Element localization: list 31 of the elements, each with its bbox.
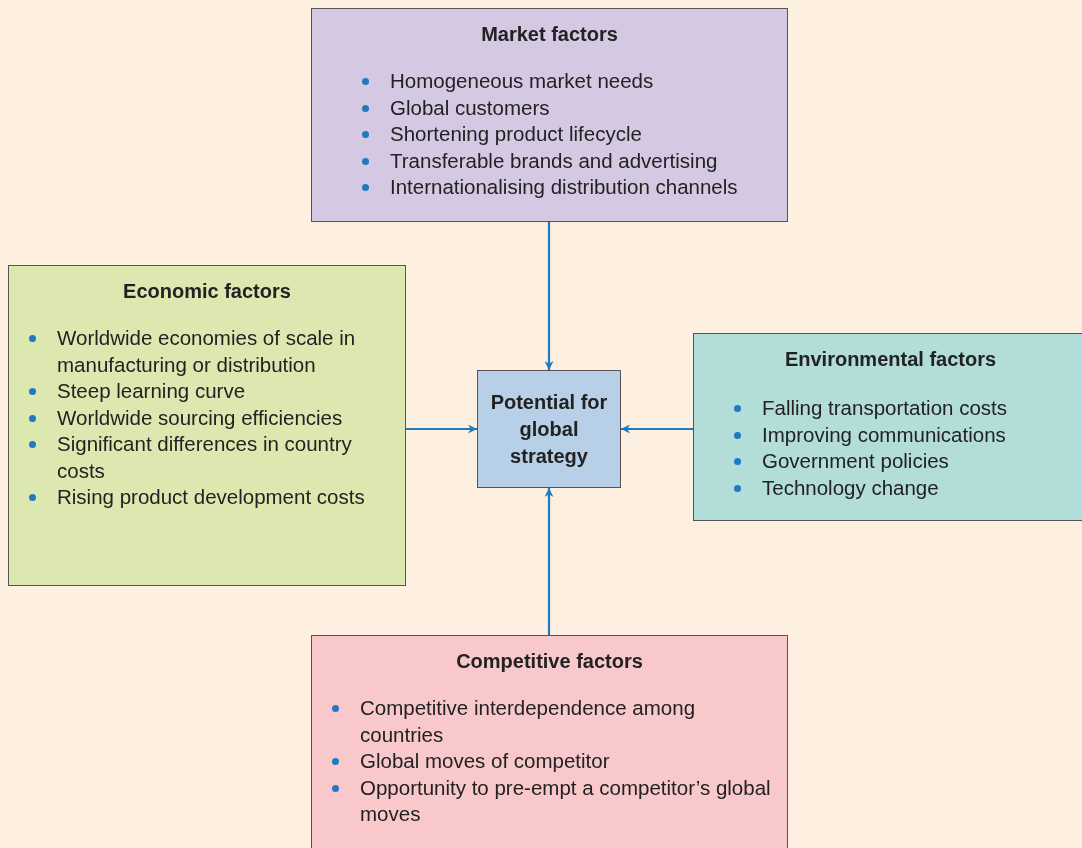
- bullet-item: Global customers: [358, 94, 771, 121]
- box-heading: Economic factors: [122, 280, 292, 303]
- bullet-item: Internationalising distribution channels: [358, 174, 771, 201]
- arrow: [544, 222, 554, 370]
- bullet-item: Competitive interdependence among countries: [328, 695, 771, 748]
- factor-box: [311, 635, 788, 848]
- bullet-item: Homogeneous market needs: [358, 68, 771, 95]
- factor-box: [311, 8, 788, 222]
- box-heading: Market factors: [480, 23, 619, 46]
- bullet-item: Opportunity to pre-empt a competitor’s global moves: [328, 774, 771, 828]
- goal-box: [477, 370, 621, 488]
- bullet-item: Global moves of competitor: [328, 748, 771, 775]
- arrow: [406, 424, 477, 434]
- bullet-item: Improving communications: [730, 421, 1077, 448]
- bullet-item: Technology change: [730, 474, 1077, 501]
- box-heading: Environmental factors: [783, 348, 998, 371]
- factor-box: [693, 333, 1082, 521]
- factor-box: [8, 265, 406, 586]
- bullet-item: Transferable brands and advertising: [358, 147, 771, 174]
- bullet-item: Worldwide economies of scale in manufacturing or distribution: [25, 325, 389, 378]
- goal-text: Potential for global strategy: [489, 389, 609, 469]
- arrow: [544, 488, 554, 635]
- bullet-item: Shortening product lifecycle: [358, 121, 771, 148]
- bullet-item: Rising product development costs: [25, 484, 389, 511]
- bullet-item: Steep learning curve: [25, 378, 389, 405]
- bullet-item: Worldwide sourcing efficiencies: [25, 404, 389, 431]
- arrow: [621, 424, 693, 434]
- bullet-item: Government policies: [730, 448, 1077, 475]
- bullet-item: Significant differences in country costs: [25, 431, 389, 484]
- bullet-item: Falling transportation costs: [730, 395, 1077, 422]
- box-heading: Competitive factors: [455, 650, 644, 673]
